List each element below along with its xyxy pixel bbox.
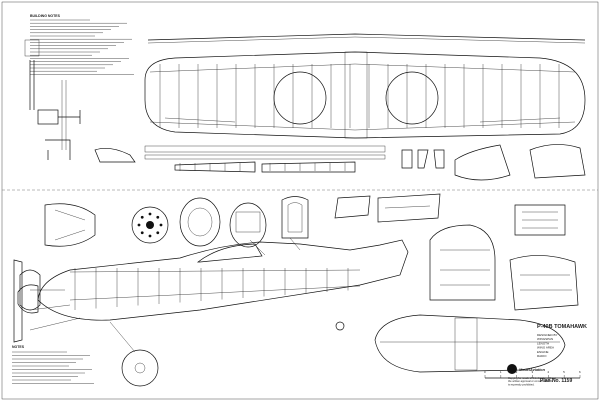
- stabilizer-plan: [374, 314, 566, 373]
- scale-label: 1: [500, 370, 502, 374]
- parts-strips: [144, 145, 386, 173]
- model-name: P-40B TOMAHAWK: [537, 324, 587, 330]
- former-hole: [156, 215, 160, 219]
- landing-gear-details: [24, 39, 136, 163]
- tail-surfaces: [374, 204, 579, 373]
- spec-line: DESIGNED BY: [537, 333, 558, 337]
- rudder-fin: [429, 224, 496, 301]
- scale-label: 4: [547, 370, 549, 374]
- tip-parts: [334, 193, 441, 223]
- main-wheel: [121, 349, 159, 387]
- former-hole: [140, 231, 144, 235]
- canopy-part: [454, 144, 511, 181]
- left-wheel-well: [273, 71, 327, 125]
- fin-part: [529, 144, 586, 179]
- spec-line: RADIO: [537, 354, 547, 358]
- spec-line: LENGTH: [537, 341, 549, 345]
- building-notes-heading: BUILDING NOTES: [30, 14, 61, 18]
- title-block: P-40B TOMAHAWK DESIGNED BYWINGSPANLENGTH…: [484, 324, 587, 386]
- scale-label: 3: [532, 370, 534, 374]
- scale-label: 5: [563, 370, 565, 374]
- former-hole: [148, 212, 152, 216]
- callout-leaders: [29, 237, 301, 331]
- notes-heading: NOTES: [12, 345, 25, 349]
- scale-label: 6: [579, 370, 581, 374]
- former-hole: [140, 215, 144, 219]
- scale-label: 2: [516, 370, 518, 374]
- wing-plan-view: [144, 33, 586, 139]
- small-parts: [401, 144, 586, 181]
- former-hole: [156, 231, 160, 235]
- spec-line: WING AREA: [537, 346, 554, 350]
- former-hole: [137, 223, 141, 227]
- spec-line: WINGSPAN: [537, 337, 553, 341]
- building-notes-block: [30, 19, 134, 75]
- former-views: [131, 196, 309, 248]
- spec-line: ENGINE: [537, 350, 549, 354]
- fuselage-side-view: [13, 239, 409, 387]
- cowl-views: [19, 203, 96, 311]
- plan-number: Plan No. 1159: [540, 378, 572, 384]
- scale-label: 0: [484, 370, 486, 374]
- right-wheel-well: [385, 71, 439, 125]
- former-hole: [148, 234, 152, 238]
- former-hole: [159, 223, 163, 227]
- ama-logo: [507, 364, 517, 374]
- publisher-logo-text: ModelAviation: [519, 368, 546, 372]
- bottom-left-notes: [12, 351, 94, 384]
